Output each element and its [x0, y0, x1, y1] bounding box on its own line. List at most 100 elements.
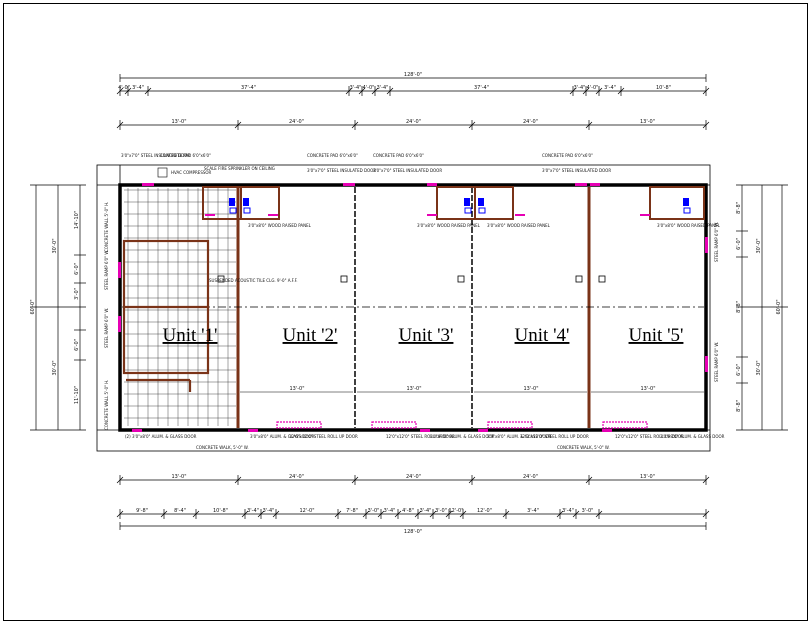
right-overall-dimension: 60'-0": [776, 299, 782, 314]
unit-1-offices: [122, 239, 210, 392]
restroom-blocks: [202, 186, 705, 220]
left-dimension-chains: [30, 184, 86, 431]
note-walk-2: CONCRETE WALK, 5'-0" W.: [557, 445, 610, 450]
top-segment-7: 3'-4": [574, 85, 586, 91]
note-bottom-8: 12'0"x12'0" STEEL ROLL UP DOOR: [615, 434, 684, 439]
note-top-pad-2: CONCRETE PAD 6'0"x6'0": [307, 153, 358, 158]
note-ceiling: SUSPENDED ACOUSTIC TILE CLG. 9'-0" A.F.F…: [209, 278, 298, 283]
bottom-unit-1: 24'-0": [289, 474, 304, 480]
top-unit-4: 13'-0": [640, 119, 655, 125]
bottom-overall-dimension: 128'-0": [404, 529, 422, 535]
bottom-segment-10: 3'-4": [420, 508, 432, 514]
right-small-dimension-2: 8'-8": [736, 301, 742, 313]
right-dimension-lower: 30'-0": [756, 360, 762, 375]
top-segment-1: 3'-4": [132, 85, 144, 91]
bottom-segment-14: 3'-4": [527, 508, 539, 514]
note-top-pad-3: CONCRETE PAD 6'0"x6'0": [373, 153, 424, 158]
note-left-wall-lower: CONCRETE WALL 5'-0" H.: [104, 380, 109, 430]
note-hvac: HVAC COMPRESSOR: [171, 170, 212, 175]
top-segment-5: 3'-4": [377, 85, 389, 91]
note-right-ramp-2: STEEL RAMP 6'0" W.: [714, 342, 719, 382]
left-small-dimension-3: 6'-0": [74, 339, 80, 351]
note-panel-4: 3'0"x8'0" WOOD RAISED PANEL: [487, 223, 551, 228]
interior-dimension-4: 13'-0": [523, 386, 538, 392]
interior-dimension-5: 13'-0": [640, 386, 655, 392]
top-segment-0: 4'-0": [118, 85, 130, 91]
note-bottom-7: 12'0"x12'0" STEEL ROLL UP DOOR: [520, 434, 589, 439]
bottom-segment-0: 9'-8": [136, 508, 148, 514]
left-small-dimension-0: 14'-10": [74, 211, 80, 229]
note-left-wall-upper: CONCRETE WALL 5'-0" H.: [104, 202, 109, 252]
sheet-border: [3, 3, 808, 621]
bottom-segment-15: 3'-4": [562, 508, 574, 514]
top-segment-4: 4'-0": [363, 85, 375, 91]
top-segment-3: 3'-4": [350, 85, 362, 91]
note-bottom-5: 3'0"x8'0" ALUM. & GLASS DOOR: [430, 434, 495, 439]
note-panel-5: 3'0"x8'0" WOOD RAISED PANEL: [657, 223, 721, 228]
unit-5-label: Unit '5': [629, 325, 684, 346]
bottom-segment-13: 12'-0": [477, 508, 492, 514]
right-small-dimension-1: 6'-0": [736, 238, 742, 250]
unit-4-label: Unit '4': [515, 325, 570, 346]
right-dimension-chains: [736, 184, 788, 431]
thermostat-marks: [217, 275, 606, 283]
note-bottom-6: 3'0"x8'0" ALUM. & GLASS DOOR: [487, 434, 552, 439]
note-sprinkler: SCALE FIRE SPRINKLER ON CEILING: [204, 166, 275, 171]
bottom-segment-3: 3'-4": [247, 508, 259, 514]
note-top-door-2: 3'0"x7'0" STEEL INSULATED DOOR: [307, 168, 376, 173]
left-small-dimension-2: 3'-0": [74, 288, 80, 300]
top-segment-labels: 4'-0"3'-4"37'-4"3'-4"4'-0"3'-4"37'-4"3'-…: [118, 85, 671, 91]
note-walk-1: CONCRETE WALK, 5'-0" W.: [196, 445, 249, 450]
note-top-door-4: 3'0"x7'0" STEEL INSULATED DOOR: [542, 168, 611, 173]
top-overall-dimension: 128'-0": [404, 72, 422, 78]
right-dimension-upper: 30'-0": [756, 238, 762, 253]
note-top-pad-4: CONCRETE PAD 6'0"x6'0": [542, 153, 593, 158]
left-dimension-lower: 30'-0": [52, 360, 58, 375]
bottom-segment-4: 3'-4": [263, 508, 275, 514]
left-small-dimension-4: 11'-10": [74, 386, 80, 404]
bottom-segment-9: 4'-8": [402, 508, 414, 514]
bottom-segment-11: 3'-0": [435, 508, 447, 514]
note-panel-2: 3'0"x8'0" WOOD RAISED PANEL: [248, 223, 312, 228]
bottom-dimension-chains: [116, 475, 710, 530]
bottom-unit-3: 24'-0": [523, 474, 538, 480]
top-dimension-chains: [116, 74, 710, 130]
bottom-segment-8: 3'-4": [384, 508, 396, 514]
note-top-door-1: 3'0"x7'0" STEEL INSULATED DOOR: [121, 153, 190, 158]
note-bottom-3: 12'0"x12'0" STEEL ROLL UP DOOR: [289, 434, 358, 439]
top-segment-6: 37'-4": [474, 85, 489, 91]
building-walls: [118, 183, 708, 432]
interior-dimension-3: 13'-0": [406, 386, 421, 392]
right-small-dimension-0: 8'-8": [736, 202, 742, 214]
unit-1-label: Unit '1': [163, 325, 218, 346]
note-left-ramp-1: STEEL RAMP 6'0" W.: [104, 250, 109, 290]
bottom-unit-0: 13'-0": [171, 474, 186, 480]
interior-dimension-2: 13'-0": [289, 386, 304, 392]
bottom-segment-16: 3'-0": [582, 508, 594, 514]
bottom-segment-6: 7'-8": [346, 508, 358, 514]
note-top-pad-1: CONCRETE PAD 6'0"x6'0": [160, 153, 211, 158]
note-bottom-4: 12'0"x12'0" STEEL ROLL UP DOOR: [386, 434, 455, 439]
restroom-fixtures: [229, 198, 691, 214]
unit-2-label: Unit '2': [283, 325, 338, 346]
note-panel-3: 3'0"x8'0" WOOD RAISED PANEL: [417, 223, 481, 228]
top-segment-8: 4'-0": [587, 85, 599, 91]
top-segment-2: 37'-4": [241, 85, 256, 91]
top-unit-2: 24'-0": [406, 119, 421, 125]
top-segment-10: 10'-8": [656, 85, 671, 91]
top-unit-0: 13'-0": [171, 119, 186, 125]
top-unit-labels: 13'-0"24'-0"24'-0"24'-0"13'-0": [171, 119, 655, 125]
note-bottom-9: 3'0"x8'0" ALUM. & GLASS DOOR: [660, 434, 725, 439]
note-top-door-3: 3'0"x7'0" STEEL INSULATED DOOR: [373, 168, 442, 173]
bottom-unit-labels: 13'-0"24'-0"24'-0"24'-0"13'-0": [171, 474, 655, 480]
top-unit-3: 24'-0": [523, 119, 538, 125]
door-symbols: [118, 183, 708, 432]
bottom-segment-12: 12'-0": [448, 508, 463, 514]
note-bottom-1: (2) 3'0"x8'0" ALUM. & GLASS DOOR: [125, 434, 197, 439]
left-overall-dimension: 60'-0": [30, 299, 36, 314]
unit-3-label: Unit '3': [399, 325, 454, 346]
bottom-segment-1: 8'-4": [174, 508, 186, 514]
roll-up-doors: [276, 421, 648, 429]
left-small-dimension-labels: 14'-10"6'-0"3'-0"6'-0"11'-10": [74, 211, 80, 404]
